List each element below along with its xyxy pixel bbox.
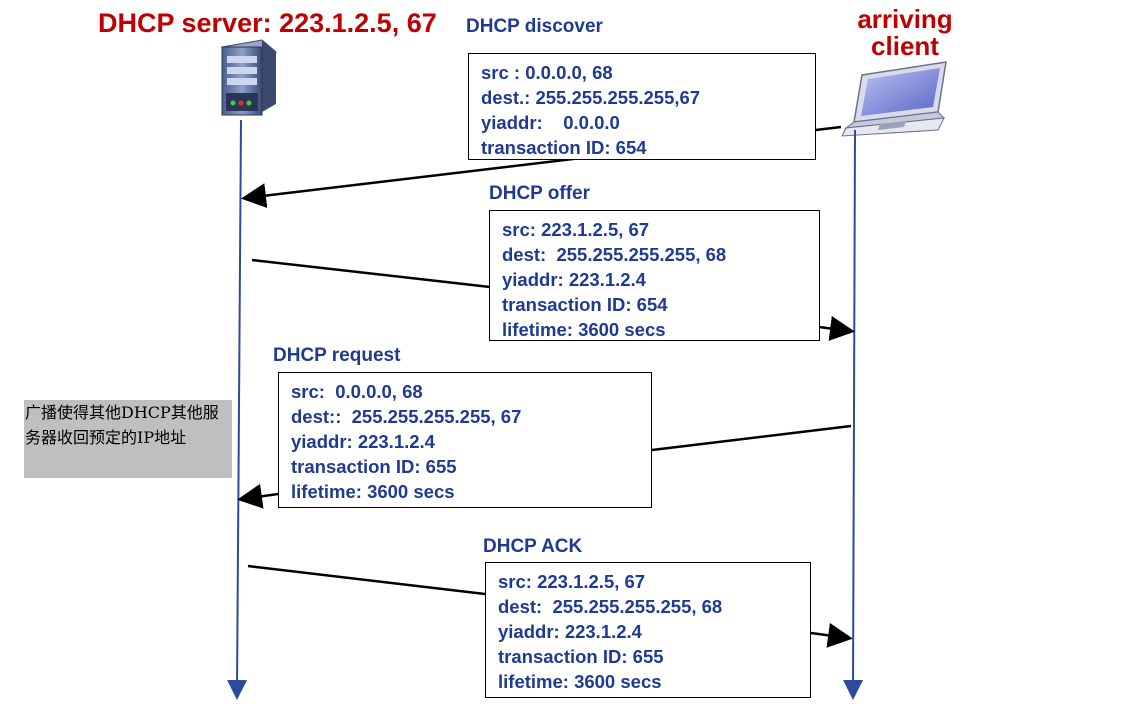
server-tower-icon bbox=[220, 39, 278, 116]
broadcast-note: 广播使得其他DHCP其他服务器收回预定的IP地址 bbox=[24, 400, 232, 478]
ack-message-box: src: 223.1.2.5, 67 dest: 255.255.255.255… bbox=[485, 562, 811, 698]
request-message-box: src: 0.0.0.0, 68 dest:: 255.255.255.255,… bbox=[278, 372, 652, 508]
discover-line-dest: dest.: 255.255.255.255,67 bbox=[481, 87, 701, 108]
discover-title: DHCP discover bbox=[466, 16, 603, 37]
request-line-lifetime: lifetime: 3600 secs bbox=[291, 481, 455, 502]
discover-line-src: src : 0.0.0.0, 68 bbox=[481, 62, 613, 83]
server-timeline bbox=[227, 119, 248, 700]
offer-line-src: src: 223.1.2.5, 67 bbox=[502, 219, 650, 240]
ack-line-src: src: 223.1.2.5, 67 bbox=[498, 571, 646, 592]
ack-arrow-start bbox=[247, 564, 486, 596]
request-line-dest: dest:: 255.255.255.255, 67 bbox=[291, 406, 522, 427]
offer-title: DHCP offer bbox=[489, 183, 590, 204]
request-title: DHCP request bbox=[273, 345, 401, 366]
offer-arrow-start bbox=[251, 258, 491, 289]
client-title: arriving client bbox=[830, 6, 980, 60]
client-title-line-1: arriving bbox=[857, 4, 953, 34]
request-arrow-end bbox=[237, 483, 279, 509]
ack-line-transaction: transaction ID: 655 bbox=[498, 646, 664, 667]
offer-line-yiaddr: yiaddr: 223.1.2.4 bbox=[502, 269, 646, 290]
offer-arrow-end bbox=[818, 316, 855, 341]
offer-line-dest: dest: 255.255.255.255, 68 bbox=[502, 244, 727, 265]
laptop-icon bbox=[841, 61, 947, 137]
request-line-src: src: 0.0.0.0, 68 bbox=[291, 381, 423, 402]
offer-line-lifetime: lifetime: 3600 secs bbox=[502, 319, 666, 340]
ack-line-yiaddr: yiaddr: 223.1.2.4 bbox=[498, 621, 642, 642]
request-line-yiaddr: yiaddr: 223.1.2.4 bbox=[291, 431, 435, 452]
offer-message-box: src: 223.1.2.5, 67 dest: 255.255.255.255… bbox=[489, 210, 820, 341]
request-arrow-start bbox=[651, 424, 852, 452]
discover-message-box: src : 0.0.0.0, 68 dest.: 255.255.255.255… bbox=[468, 53, 816, 160]
client-title-line-2: client bbox=[871, 31, 939, 61]
discover-line-yiaddr: yiaddr: 0.0.0.0 bbox=[481, 112, 620, 133]
ack-arrow-end bbox=[810, 622, 853, 648]
request-line-transaction: transaction ID: 655 bbox=[291, 456, 457, 477]
client-timeline bbox=[843, 129, 864, 700]
ack-line-dest: dest: 255.255.255.255, 68 bbox=[498, 596, 723, 617]
ack-line-lifetime: lifetime: 3600 secs bbox=[498, 671, 662, 692]
discover-line-transaction: transaction ID: 654 bbox=[481, 137, 647, 158]
ack-title: DHCP ACK bbox=[483, 536, 583, 557]
server-title: DHCP server: 223.1.2.5, 67 bbox=[98, 8, 437, 38]
offer-line-transaction: transaction ID: 654 bbox=[502, 294, 668, 315]
